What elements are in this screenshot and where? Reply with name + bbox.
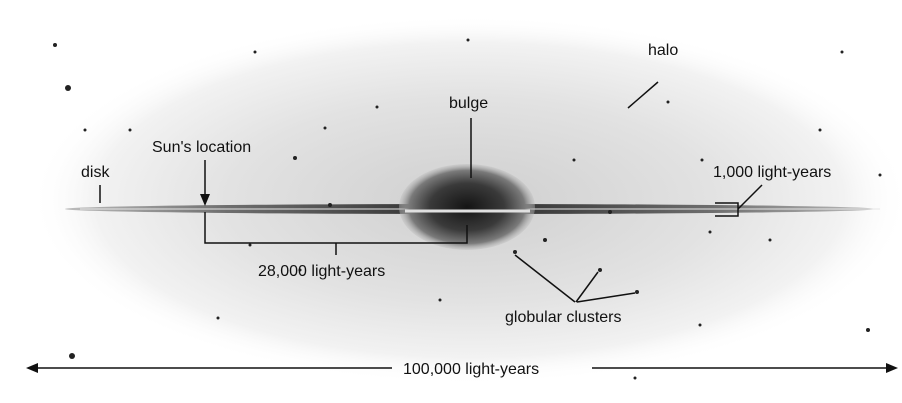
diameter-arrowhead-right (886, 363, 898, 373)
star (635, 290, 639, 294)
star (608, 210, 612, 214)
halo-label: halo (648, 42, 678, 59)
star (633, 376, 637, 380)
star (818, 128, 822, 132)
disk-thickness-pointer (737, 184, 763, 210)
star (708, 230, 712, 234)
star-field (53, 38, 882, 380)
star (666, 100, 670, 104)
star (513, 250, 517, 254)
star (543, 238, 547, 242)
star (253, 50, 257, 54)
diameter-label: 100,000 light-years (403, 361, 539, 378)
disk-thickness-bracket (715, 202, 739, 217)
star (328, 203, 332, 207)
star (698, 323, 702, 327)
star (323, 126, 327, 130)
star (598, 268, 602, 272)
star (65, 85, 71, 91)
star (293, 156, 297, 160)
star (128, 128, 132, 132)
sun-distance-label: 28,000 light-years (258, 263, 385, 280)
star (840, 50, 844, 54)
globular-cluster-pointer (575, 271, 599, 303)
globular-clusters-label: globular clusters (505, 309, 622, 326)
sun-location-arrowhead (200, 194, 210, 206)
sun-location-label: Sun's location (152, 139, 251, 156)
star (69, 353, 75, 359)
star (83, 128, 87, 132)
star (572, 158, 576, 162)
bulge-label: bulge (449, 95, 488, 112)
globular-cluster-pointer (576, 292, 636, 303)
globular-cluster-pointer (514, 254, 576, 303)
star (466, 38, 470, 42)
star (216, 316, 220, 320)
star (768, 238, 772, 242)
star (375, 105, 379, 109)
halo-pointer (627, 81, 659, 109)
star (53, 43, 57, 47)
star (298, 268, 302, 272)
star (700, 158, 704, 162)
galactic-bulge (399, 164, 535, 250)
star (438, 298, 442, 302)
star (248, 243, 252, 247)
star (866, 328, 870, 332)
disk-thickness-label: 1,000 light-years (713, 164, 831, 181)
diameter-arrowhead-left (26, 363, 38, 373)
star (878, 173, 882, 177)
disk-label: disk (81, 164, 110, 181)
